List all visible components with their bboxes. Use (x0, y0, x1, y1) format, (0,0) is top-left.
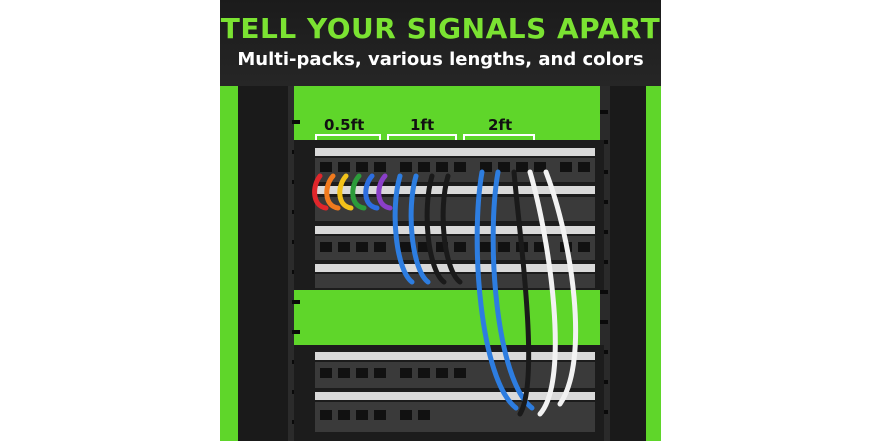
subline-text: Multi-packs, various lengths, and colors (237, 49, 644, 70)
cables-1ft (392, 173, 463, 285)
product-image: TELL YOUR SIGNALS APART Multi-packs, var… (220, 0, 661, 441)
rack-scene: TELL YOUR SIGNALS APART Multi-packs, var… (220, 0, 661, 441)
rack-left-rail (238, 86, 290, 441)
length-brackets (315, 134, 535, 140)
length-label-0-5ft: 0.5ft (324, 116, 365, 134)
headline-text: TELL YOUR SIGNALS APART (220, 12, 661, 45)
rack-right-rail (608, 80, 646, 441)
headline-banner: TELL YOUR SIGNALS APART Multi-packs, var… (220, 0, 661, 86)
network-patch-panel-icon (238, 80, 646, 441)
length-label-2ft: 2ft (488, 116, 513, 134)
cables-2ft (474, 169, 579, 417)
rack-left-rail-edge (288, 86, 294, 441)
length-label-1ft: 1ft (410, 116, 435, 134)
ethernet-cable-icon (312, 173, 393, 211)
